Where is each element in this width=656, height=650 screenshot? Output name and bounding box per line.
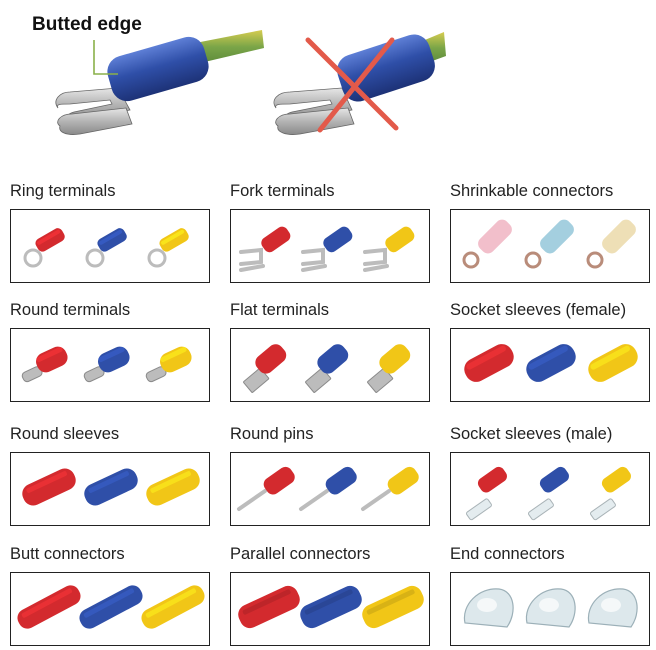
round-sleeves-item-2 [84,468,138,506]
cell-shrinkable-connectors: Shrinkable connectors [450,180,650,283]
cell-ring-terminals: Ring terminals [10,180,210,283]
parallel-connectors-photo [230,572,430,646]
round-terminals-item-2 [83,346,130,383]
round-pins-illustration [237,466,419,511]
butted-edge-illustration: Butted edge [0,0,656,170]
socket-sleeves-female-item-1 [464,344,514,382]
socket-sleeves-female-item-2 [526,344,576,382]
parallel-connectors-item-2 [300,585,362,629]
flat-terminals-illustration [243,344,411,393]
fork-terminals-photo [230,209,430,283]
fork-right-prong [275,107,355,135]
cell-parallel-connectors: Parallel connectors [230,543,430,646]
callout-line [93,40,118,75]
cell-label: Round pins [230,425,314,443]
shrinkable-connectors-item-2 [524,219,574,269]
flat-terminals-item-1 [243,344,287,393]
fork-terminals-illustration [239,226,415,272]
cell-label: Flat terminals [230,301,330,319]
cell-flat-terminals: Flat terminals [230,299,430,402]
good-terminal [55,30,264,135]
socket-sleeves-male-item-2 [528,466,569,521]
terminal-illustration [55,30,446,135]
ring-terminals-item-2 [85,228,127,268]
shrinkable-connectors-item-1 [462,219,512,269]
ring-terminals-photo [10,209,210,283]
parallel-connectors-item-3 [362,585,424,629]
cell-round-pins: Round pins [230,423,430,526]
round-sleeves-photo [10,452,210,526]
cell-label: Parallel connectors [230,545,371,563]
flat-terminals-item-2 [305,344,349,393]
cell-label: End connectors [450,545,565,563]
cell-label: Round sleeves [10,425,120,443]
flat-terminals-item-3 [367,344,411,393]
round-terminals-item-1 [21,346,68,383]
fork-terminals-item-1 [239,226,291,272]
bad-terminal [273,32,446,135]
cell-label: Round terminals [10,301,131,319]
end-connectors-item-2 [525,588,576,628]
butt-connectors-photo [10,572,210,646]
end-connectors-photo [450,572,650,646]
ring-terminals-illustration [23,228,189,268]
cell-label: Ring terminals [10,182,116,200]
cell-label: Butt connectors [10,545,125,563]
round-pins-photo [230,452,430,526]
shrinkable-connectors-illustration [462,219,636,269]
cell-label: Shrinkable connectors [450,182,614,200]
cell-round-sleeves: Round sleeves [10,423,210,526]
cell-label: Socket sleeves (male) [450,425,613,443]
round-pins-item-2 [299,466,357,511]
cell-socket-sleeves-male: Socket sleeves (male) [450,423,650,526]
butt-connectors-item-3 [141,585,205,629]
shrinkable-connectors-photo [450,209,650,283]
socket-sleeves-female-photo [450,328,650,402]
socket-sleeves-male-item-1 [466,466,507,521]
round-terminals-illustration [21,346,192,383]
cell-round-terminals: Round terminals [10,299,210,402]
cell-butt-connectors: Butt connectors [10,543,210,646]
cell-end-connectors: End connectors [450,543,650,646]
cross-line-2 [317,37,395,133]
ring-terminals-item-1 [23,228,65,268]
round-sleeves-illustration [22,468,200,506]
round-terminals-photo [10,328,210,402]
flat-terminals-photo [230,328,430,402]
round-terminals-item-3 [145,346,192,383]
round-pins-item-1 [237,466,295,511]
socket-sleeves-female-illustration [464,344,638,382]
cross-line-1 [305,37,399,131]
butt-connectors-illustration [17,585,205,629]
end-connectors-item-1 [463,588,514,628]
socket-sleeves-male-photo [450,452,650,526]
cell-label: Socket sleeves (female) [450,301,627,319]
ring-terminals-item-3 [147,228,189,268]
socket-sleeves-male-illustration [466,466,631,521]
fork-left-prong [57,107,133,135]
socket-sleeves-female-item-3 [588,344,638,382]
cell-fork-terminals: Fork terminals [230,180,430,283]
cell-socket-sleeves-female: Socket sleeves (female) [450,299,650,402]
round-sleeves-item-1 [22,468,76,506]
blue-sleeve-right [337,34,435,102]
fork-terminals-item-2 [301,226,353,272]
parallel-connectors-illustration [238,585,424,629]
shrinkable-connectors-item-3 [586,219,636,269]
fork-terminals-item-3 [363,226,415,272]
blue-sleeve-left [107,36,209,102]
round-sleeves-item-3 [146,468,200,506]
cell-label: Fork terminals [230,182,335,200]
round-pins-item-3 [361,466,419,511]
end-connectors-illustration [463,588,638,628]
end-connectors-item-3 [587,588,638,628]
butt-connectors-item-2 [79,585,143,629]
wire-left [190,30,264,64]
parallel-connectors-item-1 [238,585,300,629]
socket-sleeves-male-item-3 [590,466,631,521]
butted-edge-label: Butted edge [32,14,142,35]
butt-connectors-item-1 [17,585,81,629]
